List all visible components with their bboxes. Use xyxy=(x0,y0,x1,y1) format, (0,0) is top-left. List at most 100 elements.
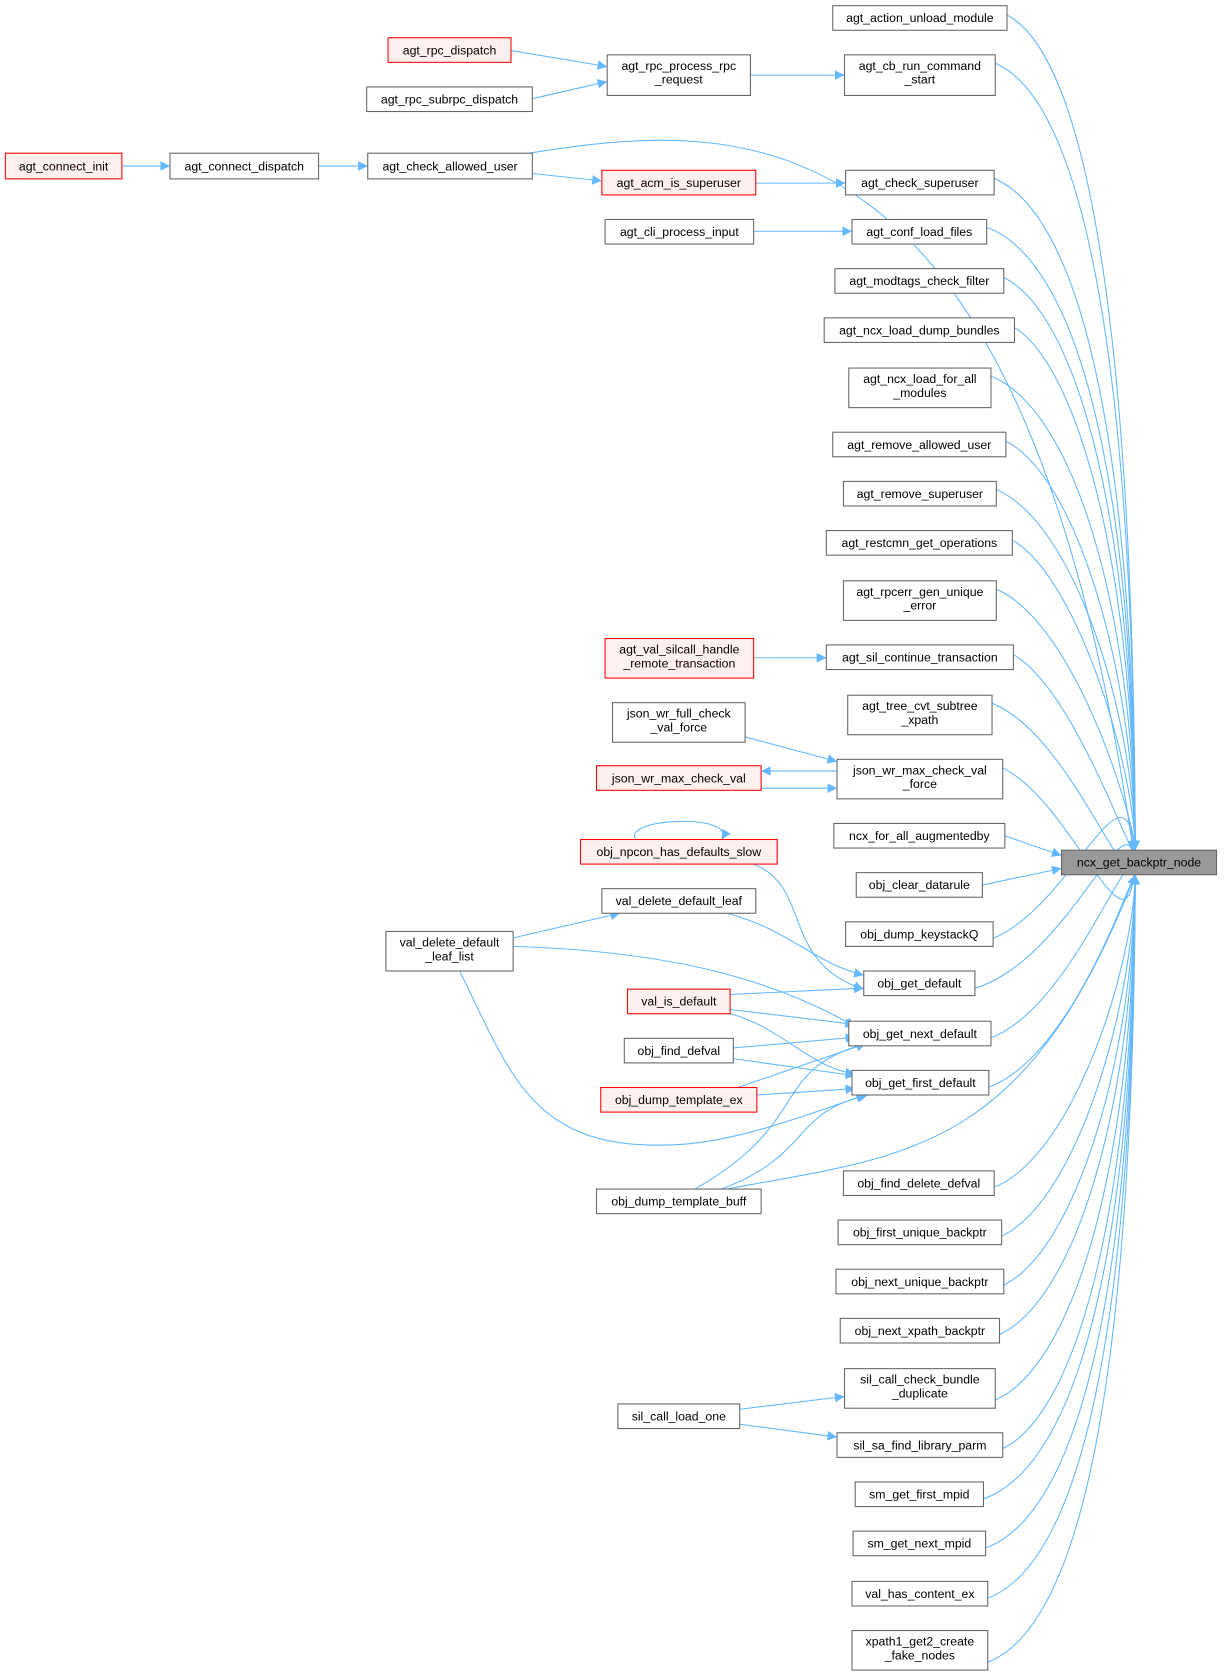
node-box xyxy=(604,218,755,245)
node-json-wr-max-check-val[interactable]: json_wr_max_check_val xyxy=(595,765,762,791)
node-agt-rpc-dispatch[interactable]: agt_rpc_dispatch xyxy=(387,37,512,63)
node-val-is-default[interactable]: val_is_default xyxy=(626,988,731,1015)
node-obj-find-defval[interactable]: obj_find_defval xyxy=(623,1037,734,1064)
node-box xyxy=(606,54,751,97)
node-val-delete-default-leaf[interactable]: val_delete_default_leaf xyxy=(601,888,757,914)
edge-obj_next_xpath_backptr-to-target xyxy=(986,874,1140,1340)
node-box xyxy=(833,822,1006,849)
node-agt-cb-run-command-start[interactable]: agt_cb_run_command_start xyxy=(843,54,996,97)
node-agt-rpc-process-rpc-request[interactable]: agt_rpc_process_rpc_request xyxy=(606,54,751,97)
node-agt-modtags-check-filter[interactable]: agt_modtags_check_filter xyxy=(834,268,1005,294)
node-agt-remove-superuser[interactable]: agt_remove_superuser xyxy=(842,480,997,507)
node-box xyxy=(851,1069,990,1096)
node-agt-action-unload-module[interactable]: agt_action_unload_module xyxy=(832,5,1008,31)
node-label: obj_dump_template_buff xyxy=(611,1195,747,1209)
call-edge-17 xyxy=(459,970,867,1146)
edge-obj_get_next_default-to-target xyxy=(978,864,1140,1043)
node-label: ncx_get_backptr_node xyxy=(1077,856,1201,870)
node-label: agt_connect_init xyxy=(19,159,109,173)
node-box xyxy=(387,37,512,63)
node-agt-rpc-subrpc-dispatch[interactable]: agt_rpc_subrpc_dispatch xyxy=(366,86,533,113)
call-edge-24 xyxy=(756,1084,856,1096)
node-json-wr-full-check-val-force[interactable]: json_wr_full_check_val_force xyxy=(612,702,746,743)
node-agt-check-allowed-user[interactable]: agt_check_allowed_user xyxy=(367,152,533,180)
node-box xyxy=(847,694,993,736)
node-val-has-content-ex[interactable]: val_has_content_ex xyxy=(851,1580,989,1607)
node-agt-sil-continue-transaction[interactable]: agt_sil_continue_transaction xyxy=(825,644,1014,671)
node-label: _start xyxy=(904,73,936,87)
node-ncx-get-backptr-node[interactable]: ncx_get_backptr_node xyxy=(1060,849,1218,876)
node-obj-get-first-default[interactable]: obj_get_first_default xyxy=(851,1069,990,1096)
node-agt-conf-load-files[interactable]: agt_conf_load_files xyxy=(851,218,988,245)
node-label: agt_acm_is_superuser xyxy=(617,176,741,190)
node-agt-restcmn-get-operations[interactable]: agt_restcmn_get_operations xyxy=(825,530,1013,556)
node-label: agt_modtags_check_filter xyxy=(849,274,989,288)
node-obj-npcon-has-defaults-slow[interactable]: obj_npcon_has_defaults_slow xyxy=(579,838,778,865)
node-obj-get-next-default[interactable]: obj_get_next_default xyxy=(848,1020,992,1047)
call-edge-16 xyxy=(513,945,856,1028)
node-agt-cli-process-input[interactable]: agt_cli_process_input xyxy=(604,218,755,245)
node-label: _error xyxy=(902,599,936,613)
node-label: val_delete_default xyxy=(400,935,500,949)
node-label: agt_check_allowed_user xyxy=(382,159,517,173)
node-agt-connect-init[interactable]: agt_connect_init xyxy=(4,152,123,180)
node-box xyxy=(854,1481,985,1508)
node-agt-remove-allowed-user[interactable]: agt_remove_allowed_user xyxy=(832,431,1007,458)
nodes: ncx_get_backptr_node agt_action_unload_mo… xyxy=(4,5,1218,1671)
node-box xyxy=(579,838,778,865)
node-sil-call-load-one[interactable]: sil_call_load_one xyxy=(617,1403,741,1430)
node-agt-ncx-load-dump-bundles[interactable]: agt_ncx_load_dump_bundles xyxy=(823,317,1016,343)
node-agt-tree-cvt-subtree-xpath[interactable]: agt_tree_cvt_subtree_xpath xyxy=(847,694,993,736)
node-sm-get-first-mpid[interactable]: sm_get_first_mpid xyxy=(854,1481,985,1508)
node-sm-get-next-mpid[interactable]: sm_get_next_mpid xyxy=(852,1530,987,1557)
node-label: val_has_content_ex xyxy=(865,1587,975,1601)
node-label: _request xyxy=(654,73,703,87)
node-label: agt_val_silcall_handle xyxy=(619,642,739,656)
node-label: obj_find_defval xyxy=(637,1044,720,1058)
call-edge-20 xyxy=(729,1013,856,1078)
node-obj-dump-template-buff[interactable]: obj_dump_template_buff xyxy=(595,1188,762,1215)
node-box xyxy=(600,1086,758,1113)
node-box xyxy=(1060,849,1218,876)
node-agt-ncx-load-for-all-modules[interactable]: agt_ncx_load_for_all_modules xyxy=(848,367,992,409)
call-edge-1 xyxy=(532,79,608,100)
node-box xyxy=(623,1037,734,1064)
node-label: xpath1_get2_create xyxy=(866,1635,975,1649)
call-edge-13 xyxy=(753,863,864,991)
node-json-wr-max-check-val-force[interactable]: json_wr_max_check_val_force xyxy=(836,758,1004,800)
node-obj-get-default[interactable]: obj_get_default xyxy=(863,970,976,997)
node-box xyxy=(863,970,976,997)
node-ncx-for-all-augmentedby[interactable]: ncx_for_all_augmentedby xyxy=(833,822,1006,849)
node-obj-dump-template-ex[interactable]: obj_dump_template_ex xyxy=(600,1086,758,1113)
node-agt-rpcerr-gen-unique-error[interactable]: agt_rpcerr_gen_unique_error xyxy=(842,580,997,621)
node-box xyxy=(595,765,762,791)
node-label: agt_remove_allowed_user xyxy=(847,438,991,452)
node-agt-connect-dispatch[interactable]: agt_connect_dispatch xyxy=(169,152,320,180)
edge-obj_clear_datarule-to-target xyxy=(982,865,1062,886)
node-obj-clear-datarule[interactable]: obj_clear_datarule xyxy=(855,872,983,898)
call-edge-21 xyxy=(733,1033,856,1049)
node-box xyxy=(825,644,1014,671)
node-obj-next-xpath-backptr[interactable]: obj_next_xpath_backptr xyxy=(839,1317,1001,1344)
node-sil-call-check-bundle-duplicate[interactable]: sil_call_check_bundle_duplicate xyxy=(843,1368,996,1409)
node-val-delete-default-leaf-list[interactable]: val_delete_default_leaf_list xyxy=(385,930,514,972)
node-label: agt_check_superuser xyxy=(861,176,978,190)
node-obj-next-unique-backptr[interactable]: obj_next_unique_backptr xyxy=(835,1268,1005,1295)
call-edge-19 xyxy=(730,1008,856,1029)
call-edge-5 xyxy=(529,139,1137,851)
node-obj-dump-keystackQ[interactable]: obj_dump_keystackQ xyxy=(845,921,994,947)
node-label: obj_get_first_default xyxy=(865,1076,976,1090)
node-obj-first-unique-backptr[interactable]: obj_first_unique_backptr xyxy=(837,1219,1003,1246)
node-agt-val-silcall-handle-remote-transaction[interactable]: agt_val_silcall_handle_remote_transactio… xyxy=(604,637,755,679)
node-label: json_wr_max_check_val xyxy=(611,771,746,785)
node-xpath1-get2-create-fake-nodes[interactable]: xpath1_get2_create_fake_nodes xyxy=(851,1630,989,1671)
node-label: obj_clear_datarule xyxy=(869,878,970,892)
edge-agt_ncx_load_for_all_modules-to-target xyxy=(978,371,1140,851)
node-agt-check-superuser[interactable]: agt_check_superuser xyxy=(845,169,995,196)
node-label: val_delete_default_leaf xyxy=(616,894,743,908)
node-obj-find-delete-defval[interactable]: obj_find_delete_defval xyxy=(842,1170,995,1197)
node-agt-acm-is-superuser[interactable]: agt_acm_is_superuser xyxy=(601,169,757,196)
node-sil-sa-find-library-parm[interactable]: sil_sa_find_library_parm xyxy=(836,1432,1004,1458)
node-box xyxy=(851,1580,989,1607)
node-box xyxy=(626,988,731,1015)
